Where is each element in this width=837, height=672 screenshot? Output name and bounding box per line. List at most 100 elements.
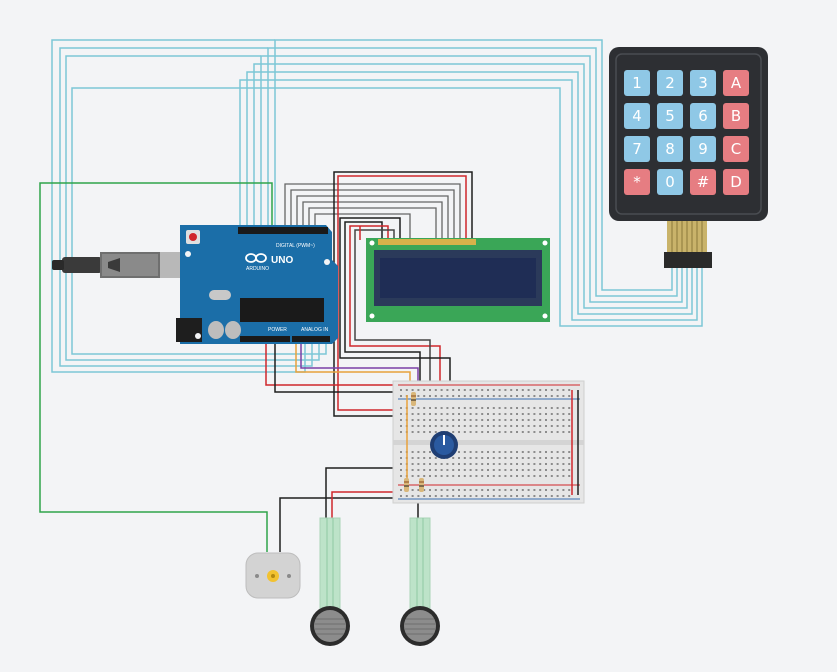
motor-screw-right [287, 574, 291, 578]
keypad-wire-2 [267, 47, 678, 297]
resistor-3[interactable] [419, 478, 424, 492]
keypad-wires [51, 39, 703, 373]
fsr1-sensing-area [314, 610, 346, 642]
keypad-wire-7 [51, 39, 306, 373]
keypad-key[interactable]: B [723, 103, 749, 129]
lcd-wire-bl-minus [333, 171, 473, 417]
lcd-data-wires [284, 183, 461, 240]
analog-header[interactable] [292, 336, 330, 342]
keypad-key-label: 3 [698, 74, 708, 92]
keypad-key-label: D [730, 173, 742, 191]
fsr1-tail [319, 517, 341, 614]
keypad-ribbon-lines [671, 221, 703, 253]
keypad-key-label: * [633, 173, 641, 191]
lcd-mount-hole-3 [369, 313, 375, 319]
keypad-key[interactable]: D [723, 169, 749, 195]
keypad-key[interactable]: * [624, 169, 650, 195]
resistor-1[interactable] [411, 392, 416, 406]
keypad-wire-8 [59, 47, 313, 367]
keypad-wire-4 [253, 63, 688, 309]
fsr2-sensing-area [404, 610, 436, 642]
keypad-key-label: 2 [665, 74, 675, 92]
analog-header-label: ANALOG IN [301, 327, 329, 333]
keypad-connector[interactable] [664, 252, 712, 268]
fsr1-wire-red [331, 491, 405, 520]
force-sensor-1[interactable] [310, 517, 350, 646]
mount-hole-3 [195, 333, 201, 339]
lcd-wire-vo [354, 229, 431, 420]
lcd-wire-5 [308, 207, 437, 240]
keypad-key[interactable]: 7 [624, 136, 650, 162]
keypad-key[interactable]: 4 [624, 103, 650, 129]
motor-wire-black [279, 497, 400, 552]
keypad-key[interactable]: 8 [657, 136, 683, 162]
capacitor-left [208, 321, 224, 339]
lcd-pin-header[interactable] [378, 239, 476, 245]
lcd-screen [380, 258, 536, 298]
keypad-wire-6 [239, 79, 698, 321]
keypad-key[interactable]: 1 [624, 70, 650, 96]
power-header-label: POWER [268, 327, 287, 333]
keypad-wire-3 [260, 55, 683, 303]
keypad-key[interactable]: 6 [690, 103, 716, 129]
lcd-wire-3 [296, 195, 449, 240]
potentiometer[interactable] [430, 431, 458, 459]
reset-button-cap [189, 233, 197, 241]
crystal [209, 290, 231, 300]
usb-cable-tip [52, 260, 64, 270]
usb-plug-icon [108, 258, 120, 272]
keypad-key-label: 9 [698, 140, 708, 158]
mount-hole-2 [324, 259, 330, 265]
keypad-key-label: 6 [698, 107, 708, 125]
digital-header-label: DIGITAL (PWM~) [276, 243, 315, 249]
keypad-key[interactable]: 9 [690, 136, 716, 162]
keypad-key[interactable]: 5 [657, 103, 683, 129]
motor-screw-left [255, 574, 259, 578]
lcd-wire-4 [302, 201, 443, 240]
keypad-key[interactable]: A [723, 70, 749, 96]
arduino-brand-label: ARDUINO [246, 266, 269, 272]
mount-hole-1 [185, 251, 191, 257]
arduino-model-label: UNO [271, 255, 293, 266]
keypad-wire-5 [246, 71, 693, 315]
capacitor-right [225, 321, 241, 339]
wire-motor [39, 182, 273, 552]
lcd-wire-1 [284, 183, 461, 240]
sensor-wires [279, 467, 419, 552]
lcd-power-wires [333, 171, 473, 420]
lcd-mount-hole-2 [542, 240, 548, 246]
resistor-2[interactable] [404, 478, 409, 492]
arduino-logo [245, 253, 267, 263]
keypad-border [615, 53, 762, 215]
fsr1-wire-black [325, 467, 400, 520]
lcd-wire-6 [314, 213, 411, 240]
digital-header[interactable] [238, 227, 328, 234]
keypad-key[interactable]: 0 [657, 169, 683, 195]
lcd-display[interactable] [366, 238, 550, 322]
dc-motor[interactable] [245, 552, 301, 599]
force-sensor-2[interactable] [400, 517, 440, 646]
lcd-mount-hole-1 [369, 240, 375, 246]
lcd-wire-vcc [349, 225, 441, 392]
power-header[interactable] [240, 336, 290, 342]
keypad-key-label: C [731, 140, 741, 158]
breadboard-center-channel [393, 440, 584, 445]
keypad-key-label: 1 [632, 74, 642, 92]
keypad-wire-10 [71, 87, 703, 355]
lcd-wire-rw [339, 217, 451, 392]
fsr2-tail [409, 517, 431, 614]
breadboard[interactable] [392, 380, 585, 504]
keypad-key-label: 7 [632, 140, 642, 158]
keypad-key-label: B [731, 107, 741, 125]
keypad-key[interactable]: 3 [690, 70, 716, 96]
keypad-key-label: 0 [665, 173, 675, 191]
arduino-uno[interactable]: DIGITAL (PWM~) ARDUINO UNO POWER ANALOG … [52, 225, 338, 344]
keypad-key[interactable]: C [723, 136, 749, 162]
keypad-key[interactable]: # [690, 169, 716, 195]
keypad-key[interactable]: 2 [657, 70, 683, 96]
keypad-key-label: 8 [665, 140, 675, 158]
lcd-wire-2 [290, 189, 455, 240]
